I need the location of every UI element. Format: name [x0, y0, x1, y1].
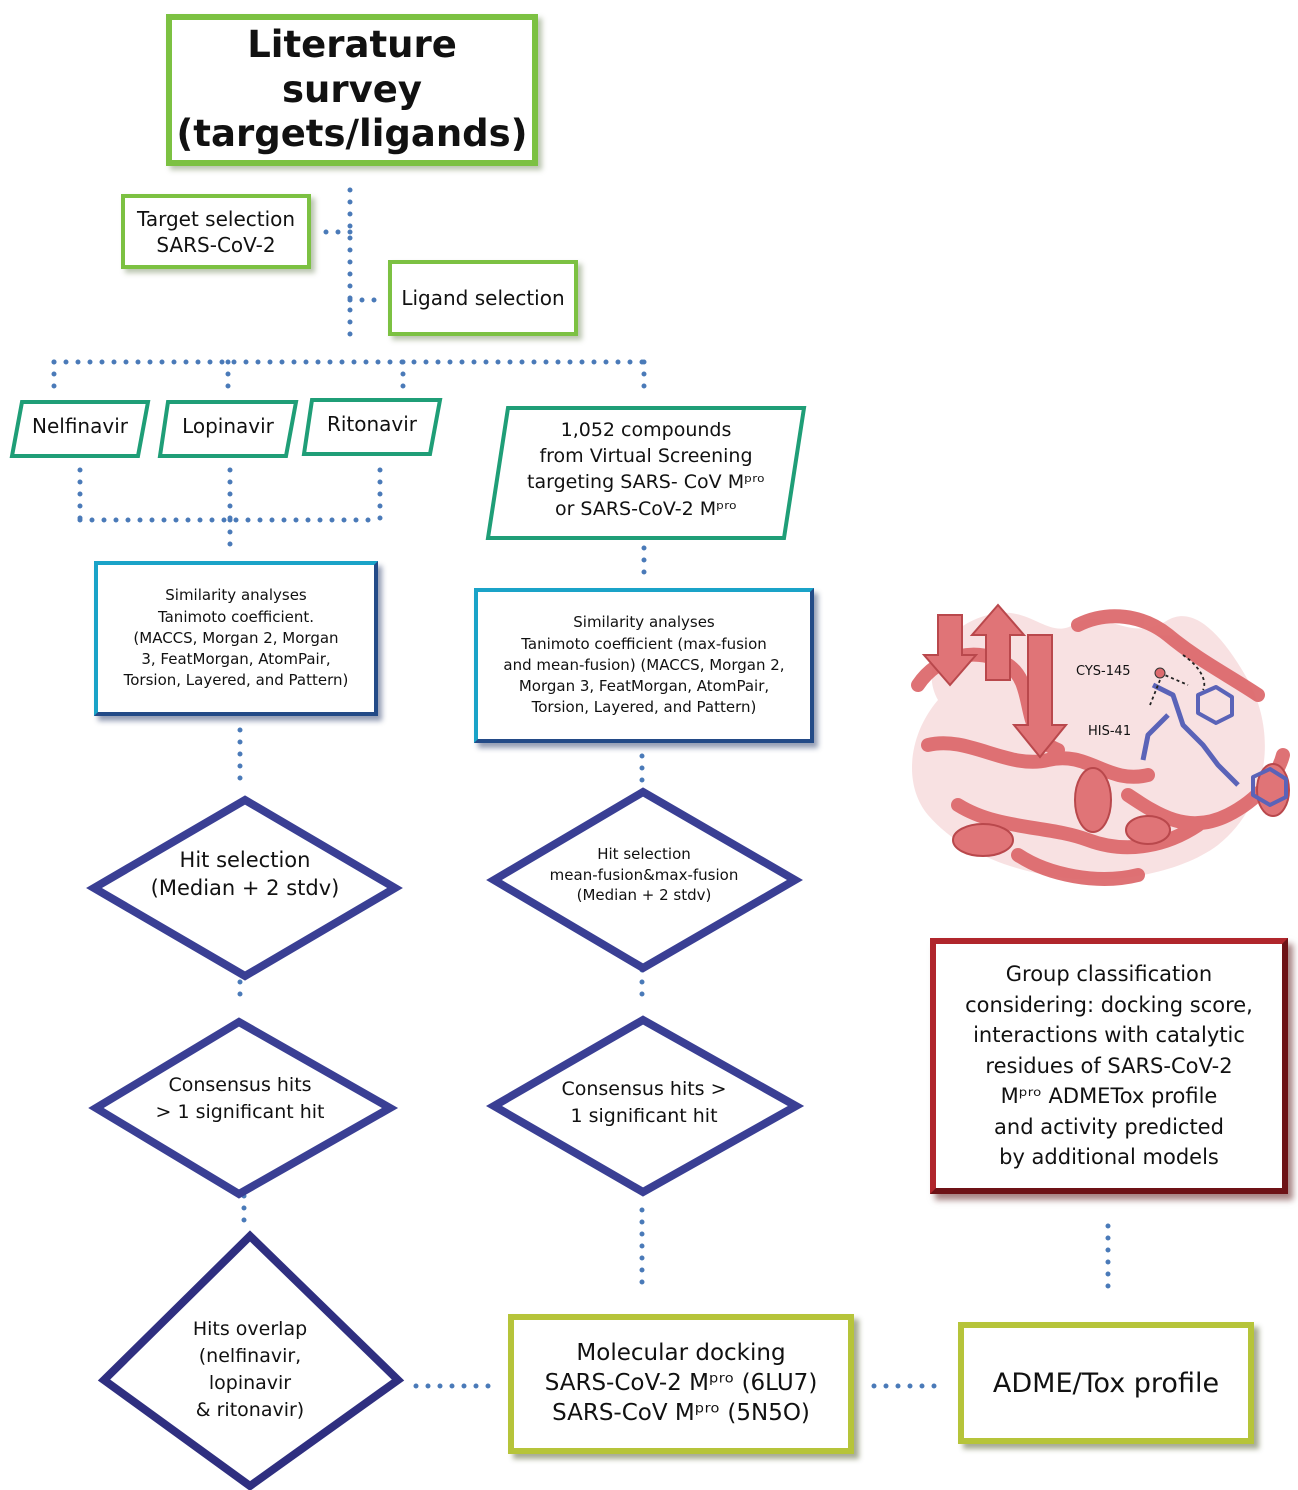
his-41-label: HIS-41: [1088, 724, 1132, 739]
consensus-left-label: Consensus hits > 1 significant hit: [155, 1074, 325, 1123]
compounds-label: 1,052 compounds from Virtual Screening t…: [527, 419, 765, 520]
ritonavir-label: Ritonavir: [326, 412, 418, 436]
overlap-shape: [97, 1230, 405, 1490]
helix-2: [952, 823, 1014, 857]
cys-145-label: CYS-145: [1076, 664, 1131, 679]
nelfinavir-label: Nelfinavir: [32, 414, 128, 438]
similarity-right-box: Similarity analyses Tanimoto coefficient…: [474, 588, 814, 743]
molecular-docking-box: Molecular docking SARS-CoV-2 Mᵖʳᵒ (6LU7)…: [508, 1314, 854, 1454]
admetox-label: ADME/Tox profile: [992, 1367, 1220, 1399]
helix-1: [1074, 767, 1112, 833]
consensus-right-shape: [485, 1015, 805, 1197]
beta-sheet-arrow-2: [969, 603, 1027, 681]
literature-survey-box: Literature survey (targets/ligands): [166, 14, 538, 166]
protein-structure-image: [911, 603, 1290, 886]
ritonavir-shape: [301, 398, 443, 456]
similarity-left-box: Similarity analyses Tanimoto coefficient…: [94, 561, 378, 716]
similarity-left-label: Similarity analyses Tanimoto coefficient…: [123, 586, 349, 690]
hits-overlap-label: Hits overlap (nelfinavir, lopinavir & ri…: [192, 1318, 308, 1421]
beta-sheet-arrow-3: [1011, 634, 1069, 759]
ligand-selection-box: Ligand selection: [388, 260, 578, 336]
consensus-left-shape: [88, 1017, 399, 1199]
compounds-shape: [485, 406, 807, 540]
target-selection-box: Target selection SARS-CoV-2: [121, 194, 311, 269]
admetox-box: ADME/Tox profile: [958, 1322, 1254, 1444]
hit-left-label: Hit selection (Median + 2 stdv): [150, 848, 340, 901]
consensus-right-label: Consensus hits > 1 significant hit: [561, 1078, 727, 1127]
lopinavir-label: Lopinavir: [182, 414, 274, 438]
target-selection-label: Target selection SARS-CoV-2: [136, 206, 296, 257]
hit-left-shape: [86, 795, 403, 981]
helix-3: [1125, 815, 1171, 845]
hit-right-shape: [486, 787, 803, 973]
molecular-docking-label: Molecular docking SARS-CoV-2 Mᵖʳᵒ (6LU7)…: [544, 1340, 818, 1426]
lopinavir-shape: [157, 400, 299, 458]
group-classification-label: Group classification considering: dockin…: [965, 962, 1253, 1170]
ligand-selection-label: Ligand selection: [401, 286, 565, 310]
similarity-right-label: Similarity analyses Tanimoto coefficient…: [503, 613, 785, 717]
group-classification-box: Group classification considering: dockin…: [930, 938, 1288, 1194]
hit-right-label: Hit selection mean-fusion&max-fusion (Me…: [549, 845, 739, 905]
beta-sheet-arrow-1: [921, 614, 979, 687]
nelfinavir-shape: [9, 400, 151, 458]
literature-survey-label: Literature survey (targets/ligands): [176, 23, 528, 156]
